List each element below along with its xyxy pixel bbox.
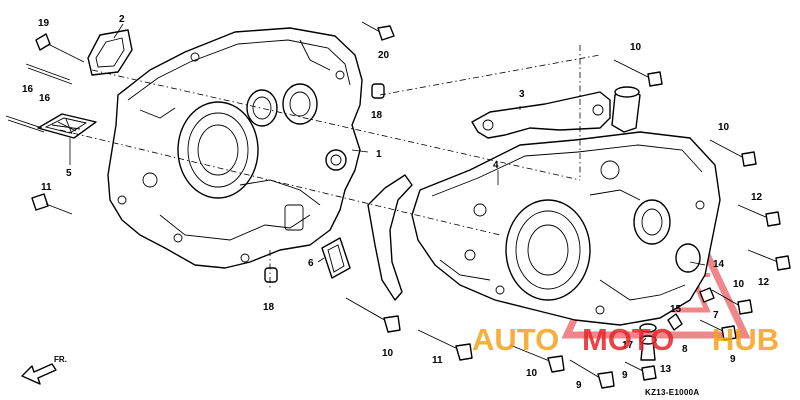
- callout-9-right: 9: [730, 354, 736, 365]
- callout-18-top: 18: [371, 110, 383, 121]
- front-label: FR.: [54, 355, 67, 364]
- callout-5: 5: [66, 168, 72, 179]
- stud-16-upper: [25, 63, 71, 81]
- callout-3: 3: [519, 89, 525, 100]
- callout-labels: 1 2 3 4 5 6 7 8 9 9 9 10 10 10 10 10 11 …: [22, 14, 770, 391]
- collar-18-bottom: [264, 267, 278, 283]
- watermark-part-1: AUTO: [472, 322, 559, 357]
- bolt-20: [361, 21, 395, 41]
- bolt-10-mid: [345, 297, 401, 333]
- case-gasket: [367, 174, 413, 301]
- callout-16-a: 16: [22, 84, 34, 95]
- callout-11-left: 11: [41, 182, 52, 193]
- bolt-10-bottom: [509, 344, 565, 373]
- bolt-9-small: [624, 361, 657, 381]
- gasket-plate: [87, 29, 133, 76]
- callout-12-upper: 12: [751, 192, 763, 203]
- bolt-10-right: [709, 139, 757, 167]
- collar-18-top: [371, 83, 385, 99]
- callout-13: 13: [660, 364, 672, 375]
- dowel-collar: [321, 237, 351, 279]
- bolts: [5, 21, 791, 389]
- bolt-10-top: [613, 59, 663, 87]
- stud-16-lower: [5, 115, 43, 129]
- callout-14: 14: [713, 259, 725, 270]
- oil-strainer-screen: [37, 113, 97, 139]
- diagram-code: KZ13-E1000A: [645, 388, 699, 397]
- callout-17: 17: [622, 340, 634, 351]
- bolt-12-upper: [737, 204, 781, 227]
- bolt-19: [35, 33, 85, 63]
- callout-4: 4: [493, 160, 499, 171]
- callout-8: 8: [682, 344, 688, 355]
- bolt-10-lower: [711, 289, 753, 315]
- watermark-part-3: HUB: [712, 322, 779, 357]
- leader-lines: [69, 23, 706, 346]
- callout-10-top: 10: [630, 42, 642, 53]
- callout-10-lower: 10: [733, 279, 745, 290]
- bolt-9-right: [699, 319, 737, 341]
- bolt-7: [699, 287, 715, 303]
- callout-18-bottom: 18: [263, 302, 275, 313]
- front-direction-arrow: FR.: [21, 355, 67, 385]
- callout-19: 19: [38, 18, 50, 29]
- callout-9-bottom: 9: [576, 380, 582, 391]
- callout-2: 2: [119, 14, 125, 25]
- bracket-stay: [471, 91, 611, 139]
- bolt-11-bottom: [417, 329, 473, 361]
- callout-10-bottom: 10: [526, 368, 538, 379]
- bolt-9-bottom: [569, 359, 615, 389]
- callout-15: 15: [670, 304, 682, 315]
- callout-10-right: 10: [718, 122, 730, 133]
- bolt-8: [667, 313, 683, 331]
- callout-9-small: 9: [622, 370, 628, 381]
- callout-7: 7: [713, 310, 719, 321]
- alignment-lines: [59, 45, 601, 290]
- callout-16-b: 16: [39, 93, 51, 104]
- watermark-part-2: MOTO: [582, 322, 674, 357]
- callout-6: 6: [308, 258, 314, 269]
- callout-11-bottom: 11: [432, 355, 443, 366]
- breather-tube: [611, 86, 641, 133]
- callout-12-lower: 12: [758, 277, 770, 288]
- left-crankcase: [107, 27, 363, 269]
- callout-10-mid: 10: [382, 348, 394, 359]
- callout-20: 20: [378, 50, 390, 61]
- bolt-11-left: [31, 193, 73, 215]
- drain-plug-assembly: [639, 323, 657, 361]
- callout-1: 1: [376, 149, 382, 160]
- watermark-text: AUTO MOTO HUB: [472, 322, 779, 357]
- bolt-12-lower: [747, 249, 791, 271]
- right-crankcase: [411, 131, 721, 326]
